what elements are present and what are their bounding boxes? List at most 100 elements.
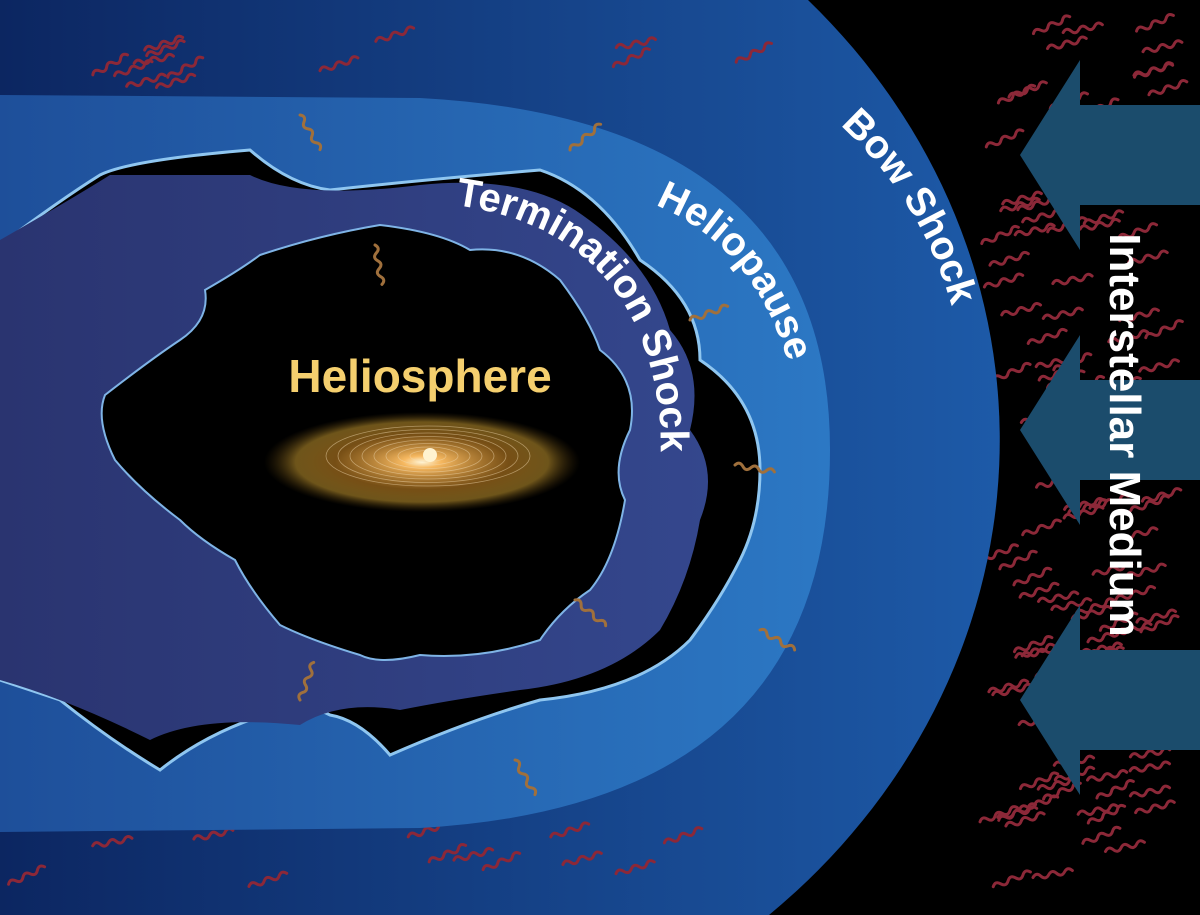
particle bbox=[999, 196, 1041, 213]
particle bbox=[192, 827, 235, 841]
particle bbox=[1051, 272, 1094, 286]
particle bbox=[298, 113, 323, 152]
particle bbox=[1140, 487, 1183, 503]
particle bbox=[1086, 769, 1129, 782]
particle bbox=[1026, 327, 1068, 345]
particle bbox=[1132, 62, 1175, 77]
particle bbox=[614, 36, 657, 50]
particle bbox=[1098, 611, 1139, 632]
particle bbox=[1114, 584, 1157, 601]
particle bbox=[1021, 208, 1063, 224]
particle bbox=[991, 869, 1032, 889]
particle bbox=[1000, 302, 1043, 317]
particle bbox=[91, 52, 129, 77]
particle bbox=[1041, 306, 1084, 320]
particle bbox=[1078, 217, 1121, 231]
particle bbox=[1036, 776, 1079, 791]
particle bbox=[1062, 505, 1105, 520]
arrow-left-icon bbox=[1020, 605, 1200, 795]
particle bbox=[988, 250, 1030, 267]
particle bbox=[1135, 608, 1178, 624]
particle bbox=[1082, 209, 1125, 225]
particle bbox=[513, 758, 538, 797]
particle bbox=[1127, 249, 1169, 265]
particle bbox=[91, 835, 134, 848]
particle bbox=[1110, 621, 1153, 636]
orbit-ring bbox=[337, 429, 519, 483]
particle bbox=[1012, 566, 1053, 587]
heliosphere-label: Heliosphere bbox=[288, 350, 551, 402]
inner-particles bbox=[297, 113, 797, 797]
particle bbox=[1147, 79, 1189, 97]
particle bbox=[1118, 307, 1160, 323]
particle bbox=[1074, 597, 1115, 616]
particle bbox=[1107, 329, 1150, 344]
particle bbox=[991, 682, 1034, 697]
interstellar-flow-arrows bbox=[1020, 60, 1200, 795]
particle bbox=[143, 34, 185, 52]
orbit-ring bbox=[361, 436, 495, 476]
particle bbox=[996, 805, 1039, 819]
particle bbox=[125, 72, 167, 88]
particle bbox=[1061, 21, 1104, 35]
planet-orbits bbox=[325, 425, 531, 487]
solar-system-illustration bbox=[264, 412, 580, 512]
particle bbox=[1134, 799, 1176, 815]
particle bbox=[611, 47, 651, 69]
particle bbox=[1050, 597, 1093, 611]
particle bbox=[987, 678, 1030, 694]
particle bbox=[758, 627, 797, 652]
particle bbox=[1001, 190, 1043, 206]
particle bbox=[427, 843, 468, 864]
orbit-ring bbox=[385, 443, 471, 469]
particle bbox=[614, 859, 656, 876]
particle bbox=[247, 870, 289, 888]
particle bbox=[688, 303, 730, 322]
particle bbox=[1141, 39, 1184, 54]
particle bbox=[568, 122, 603, 152]
particle bbox=[984, 128, 1025, 149]
particle bbox=[1125, 562, 1167, 578]
orbit-ring bbox=[397, 446, 459, 466]
particle bbox=[1144, 319, 1184, 340]
interstellar-medium-label: Interstellar Medium bbox=[1100, 233, 1149, 636]
orbit-ring bbox=[373, 439, 483, 473]
particle bbox=[1081, 825, 1122, 845]
particle bbox=[1095, 779, 1135, 800]
particle bbox=[481, 851, 522, 872]
particle bbox=[1128, 760, 1172, 773]
particle bbox=[978, 805, 1019, 824]
particle bbox=[373, 243, 386, 286]
particle bbox=[1013, 222, 1056, 237]
particle bbox=[549, 821, 591, 839]
particle bbox=[561, 850, 603, 867]
particle bbox=[132, 52, 175, 66]
particle bbox=[452, 847, 495, 862]
particle bbox=[318, 55, 360, 73]
particle bbox=[374, 25, 416, 43]
particle bbox=[1018, 581, 1060, 599]
particle bbox=[145, 38, 186, 58]
particle bbox=[1138, 358, 1180, 373]
particle bbox=[1046, 35, 1088, 51]
particle bbox=[980, 224, 1020, 246]
particle bbox=[1018, 794, 1060, 812]
particle bbox=[1088, 493, 1130, 510]
particle bbox=[154, 72, 197, 89]
particle bbox=[1128, 746, 1172, 759]
particle bbox=[1031, 867, 1074, 880]
particle bbox=[1129, 494, 1170, 513]
particle bbox=[1004, 811, 1046, 828]
particle bbox=[998, 549, 1038, 571]
sun-icon bbox=[423, 448, 437, 462]
particle bbox=[166, 55, 205, 79]
particle bbox=[297, 660, 316, 702]
particle bbox=[662, 826, 704, 845]
particle bbox=[733, 461, 776, 474]
particle bbox=[1007, 80, 1048, 99]
arrow-left-icon bbox=[1020, 335, 1200, 525]
particle bbox=[573, 598, 608, 628]
solar-system-disk bbox=[264, 412, 580, 512]
orbit-ring bbox=[325, 425, 531, 487]
